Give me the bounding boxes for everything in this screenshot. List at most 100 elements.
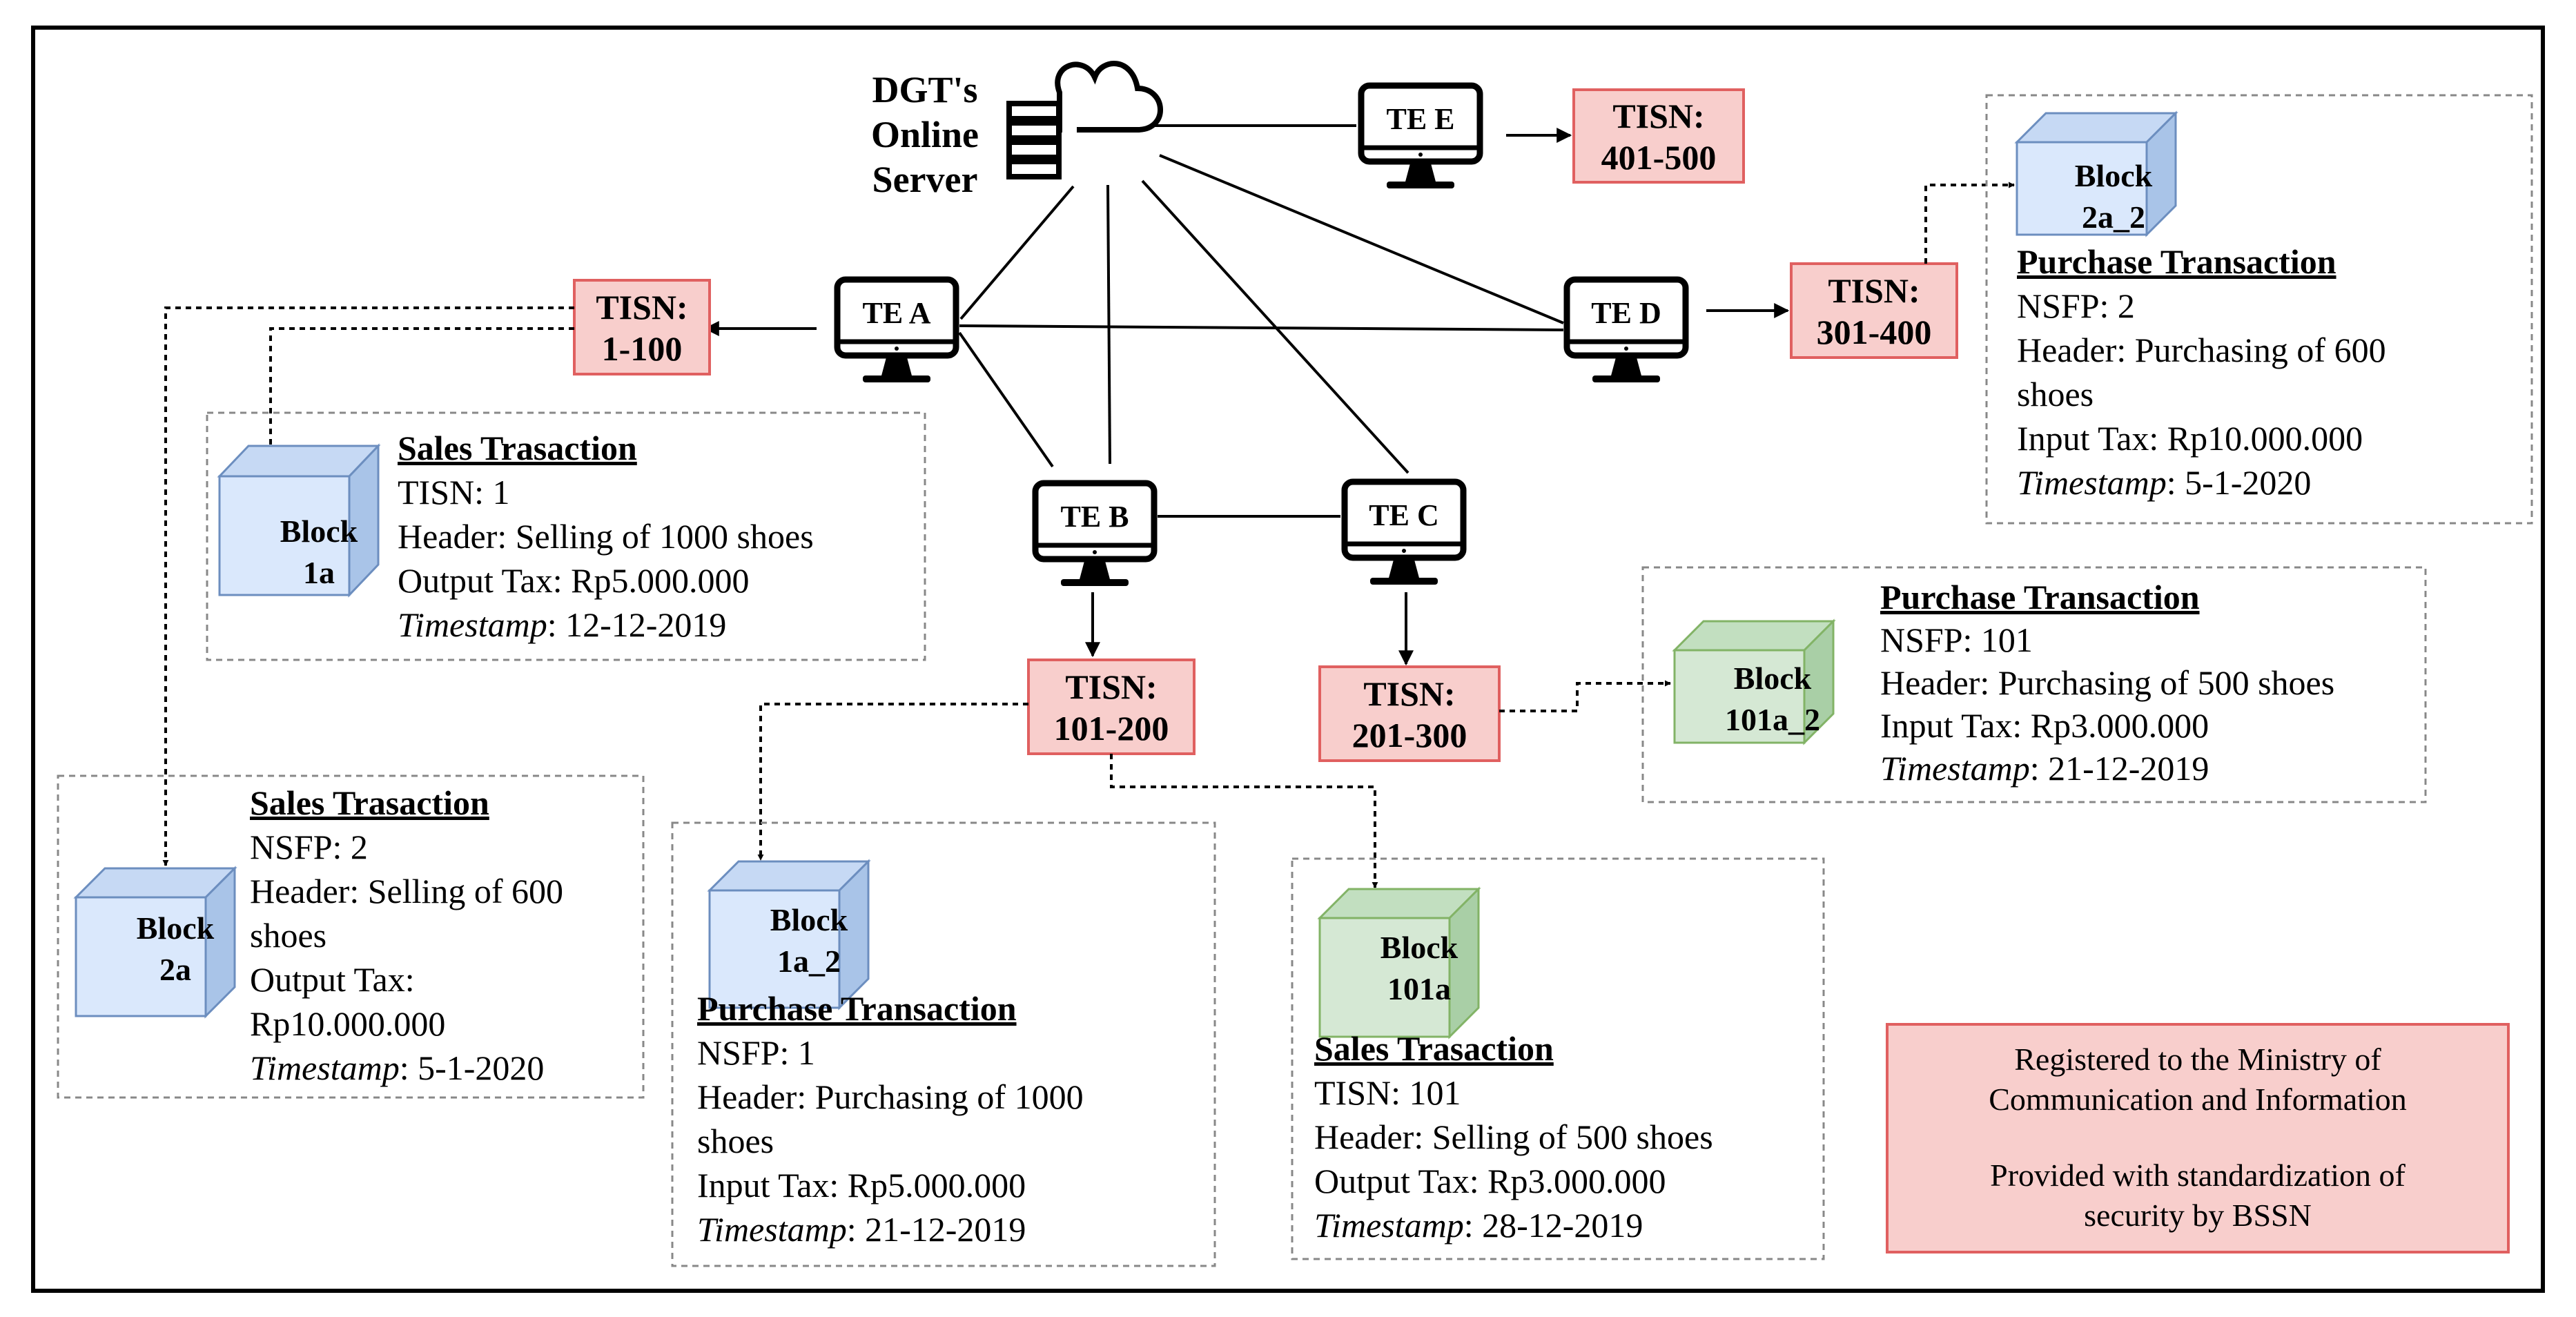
transaction-line: Header: Purchasing of 1000 xyxy=(697,1077,1084,1116)
tisn-box-1-100: TISN: 1-100 xyxy=(573,279,711,375)
panel-frame xyxy=(206,411,926,661)
registration-line: Provided with standardization of xyxy=(1990,1158,2406,1193)
block-1a-cube: Block 1a xyxy=(217,443,381,598)
transaction-title: Purchase Transaction xyxy=(2017,242,2336,281)
tisn-label: TISN: xyxy=(1065,667,1157,706)
transaction-line: Header: Purchasing of 500 shoes xyxy=(1880,663,2334,702)
transaction-title: Purchase Transaction xyxy=(697,989,1017,1028)
panel-frame xyxy=(1291,857,1825,1260)
block-label: Block xyxy=(280,514,358,549)
transaction-line: Output Tax: Rp5.000.000 xyxy=(398,561,749,600)
transaction-timestamp: Timestamp: 21-12-2019 xyxy=(1880,749,2209,788)
monitor-icon xyxy=(1032,480,1158,563)
transaction-line: Input Tax: Rp10.000.000 xyxy=(2017,419,2363,458)
block-2a-2-cube: Block 2a_2 xyxy=(2014,110,2178,237)
block-1a-2-cube: Block 1a_2 xyxy=(707,859,871,1011)
network-links xyxy=(958,124,1564,518)
transaction-line: Header: Purchasing of 600 xyxy=(2017,331,2386,369)
tisn-box-301-400: TISN: 301-400 xyxy=(1790,262,1958,359)
panel-block-101a: Block 101a Sales Trasaction TISN: 101 He… xyxy=(1291,857,1825,1260)
block-label: Block xyxy=(1734,661,1812,696)
connector-tisn-301-400-to-block-2a-2 xyxy=(1924,182,2015,264)
block-101a-cube: Block 101a xyxy=(1317,886,1481,1040)
transaction-title: Sales Trasaction xyxy=(398,429,637,467)
registration-line: Communication and Information xyxy=(1989,1082,2407,1117)
transaction-timestamp: Timestamp: 5-1-2020 xyxy=(2017,463,2311,502)
tisn-label: TISN: xyxy=(596,288,687,326)
registration-line: security by BSSN xyxy=(2084,1198,2312,1233)
server-label-line-3: Server xyxy=(872,159,978,200)
tisn-label: TISN: xyxy=(1612,97,1704,135)
transaction-timestamp: Timestamp: 12-12-2019 xyxy=(398,605,726,644)
dotted-connectors xyxy=(162,182,2015,888)
block-101a-2-cube: Block 101a_2 xyxy=(1672,618,1836,745)
block-id: 2a xyxy=(159,952,191,987)
panel-frame xyxy=(671,821,1216,1267)
te-d-label: TE D xyxy=(1591,296,1661,330)
transaction-line: NSFP: 101 xyxy=(1880,621,2033,659)
block-label: Block xyxy=(1380,930,1458,965)
panel-frame xyxy=(57,774,645,1099)
block-label: Block xyxy=(770,902,848,937)
tisn-box-101-200: TISN: 101-200 xyxy=(1027,658,1196,755)
monitor-icon xyxy=(1563,276,1689,359)
monitor-icon xyxy=(834,276,959,359)
block-id: 1a xyxy=(303,555,335,590)
panel-block-2a-2: Block 2a_2 Purchase Transaction NSFP: 2 … xyxy=(1985,94,2533,525)
te-e-label: TE E xyxy=(1386,102,1454,136)
panel-block-101a-2: Block 101a_2 Purchase Transaction NSFP: … xyxy=(1641,566,2427,803)
transaction-line: NSFP: 1 xyxy=(697,1033,815,1072)
link-server-te-a xyxy=(959,185,1075,320)
registration-note: Registered to the Ministry of Communicat… xyxy=(1886,1023,2510,1253)
transaction-line: TISN: 1 xyxy=(398,473,510,511)
link-te-a-te-b xyxy=(958,331,1054,468)
connector-tisn-1-100-to-block-1a xyxy=(267,327,574,474)
block-label: Block xyxy=(137,910,215,946)
block-id: 101a_2 xyxy=(1725,702,1820,737)
te-c-label: TE C xyxy=(1369,498,1438,532)
terminal-te-e: TE E xyxy=(1358,82,1483,188)
tisn-range: 301-400 xyxy=(1817,313,1932,351)
transaction-line: Header: Selling of 600 xyxy=(250,872,563,910)
tisn-label: TISN: xyxy=(1828,271,1920,310)
block-2a-cube: Block 2a xyxy=(73,866,237,1019)
transaction-line: TISN: 101 xyxy=(1314,1073,1461,1112)
block-label: Block xyxy=(2075,158,2153,193)
tisn-label: TISN: xyxy=(1363,674,1455,713)
transaction-title: Sales Trasaction xyxy=(1314,1029,1554,1068)
transaction-timestamp: Timestamp: 21-12-2019 xyxy=(697,1210,1026,1249)
panel-block-2a: Block 2a Sales Trasaction NSFP: 2 Header… xyxy=(57,774,645,1099)
link-server-te-d xyxy=(1159,154,1564,324)
transaction-timestamp: Timestamp: 5-1-2020 xyxy=(250,1048,544,1087)
transaction-line: Rp10.000.000 xyxy=(250,1004,445,1043)
transaction-title: Sales Trasaction xyxy=(250,783,489,822)
tisn-box-401-500: TISN: 401-500 xyxy=(1572,88,1745,184)
transaction-line: NSFP: 2 xyxy=(2017,286,2135,325)
te-b-label: TE B xyxy=(1060,500,1129,534)
panel-block-1a-2: Block 1a_2 Purchase Transaction NSFP: 1 … xyxy=(671,821,1216,1267)
connector-tisn-101-200-to-block-101a xyxy=(1110,754,1378,888)
transaction-line: Input Tax: Rp3.000.000 xyxy=(1880,706,2209,745)
monitor-icon xyxy=(1341,478,1467,561)
terminal-te-c: TE C xyxy=(1341,478,1467,585)
block-id: 101a xyxy=(1387,971,1451,1006)
transaction-title: Purchase Transaction xyxy=(1880,578,2200,616)
block-id: 1a_2 xyxy=(777,944,841,979)
block-id: 2a_2 xyxy=(2082,199,2145,235)
transaction-line: shoes xyxy=(250,916,326,955)
transaction-line: NSFP: 2 xyxy=(250,828,368,866)
link-te-a-te-d xyxy=(959,324,1564,331)
tisn-range: 401-500 xyxy=(1601,138,1717,177)
terminal-te-a: TE A xyxy=(834,276,959,382)
transaction-line: Output Tax: Rp3.000.000 xyxy=(1314,1162,1666,1200)
dgt-online-server: DGT's Online Server xyxy=(871,61,1163,200)
tisn-issue-arrows xyxy=(703,128,1790,666)
monitor-icon xyxy=(1358,82,1483,165)
transaction-line: Header: Selling of 1000 shoes xyxy=(398,517,814,556)
tisn-range: 1-100 xyxy=(602,329,683,368)
tisn-box-201-300: TISN: 201-300 xyxy=(1318,665,1501,762)
server-label-line-1: DGT's xyxy=(872,69,977,110)
panel-block-1a: Block 1a Sales Trasaction TISN: 1 Header… xyxy=(206,411,926,661)
tisn-range: 101-200 xyxy=(1054,709,1169,748)
